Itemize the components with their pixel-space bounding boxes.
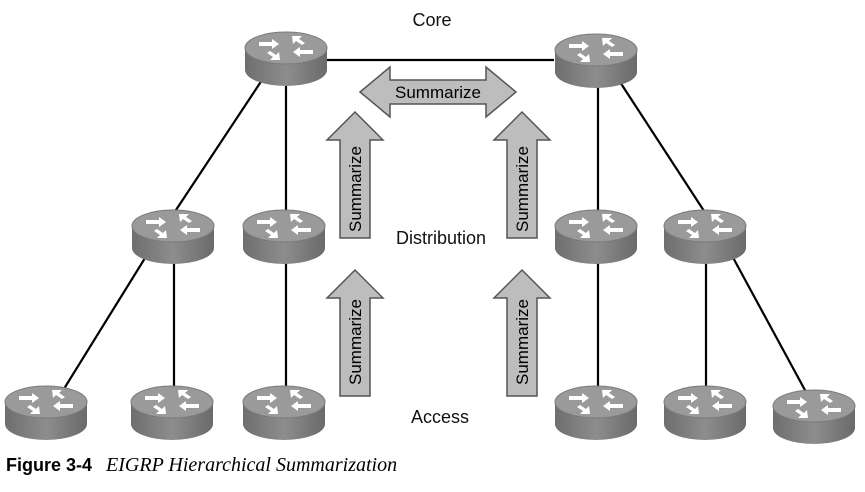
summarize-arrow-core: Summarize [358, 65, 518, 119]
access-router-5 [663, 385, 747, 441]
figure-number: Figure 3-4 [6, 455, 93, 475]
core-router-right [554, 33, 638, 89]
distribution-router-1 [131, 209, 215, 265]
access-router-6 [772, 389, 856, 445]
figure-caption: Figure 3-4 EIGRP Hierarchical Summarizati… [6, 454, 397, 478]
summarize-arrow-access-left: Summarize [325, 268, 385, 397]
access-router-1 [4, 385, 88, 441]
distribution-label: Distribution [396, 228, 486, 248]
summarize-arrow-access-right-label: Summarize [513, 299, 532, 385]
distribution-router-2 [242, 209, 326, 265]
distribution-router-3 [554, 209, 638, 265]
links [61, 58, 807, 393]
figure-title: EIGRP Hierarchical Summarization [106, 454, 398, 476]
summarize-arrow-dist-left-label: Summarize [346, 146, 365, 232]
summarize-arrow-core-label: Summarize [395, 83, 481, 102]
core-label: Core [412, 10, 451, 30]
summarize-arrow-access-right: Summarize [492, 268, 552, 397]
link-dist-4-to-access-6 [729, 251, 807, 393]
summarize-arrow-dist-right-label: Summarize [513, 146, 532, 232]
access-label: Access [411, 407, 469, 427]
distribution-router-4 [663, 209, 747, 265]
summarize-arrow-dist-right: Summarize [492, 110, 552, 239]
summarize-arrow-dist-left: Summarize [325, 110, 385, 239]
core-router-left [244, 31, 328, 87]
link-core-right-to-dist-4 [619, 81, 707, 215]
summarize-arrow-access-left-label: Summarize [346, 299, 365, 385]
access-router-4 [554, 385, 638, 441]
link-core-left-to-dist-1 [171, 79, 263, 217]
access-router-3 [242, 385, 326, 441]
link-dist-1-to-access-1 [61, 249, 151, 393]
access-router-2 [130, 385, 214, 441]
